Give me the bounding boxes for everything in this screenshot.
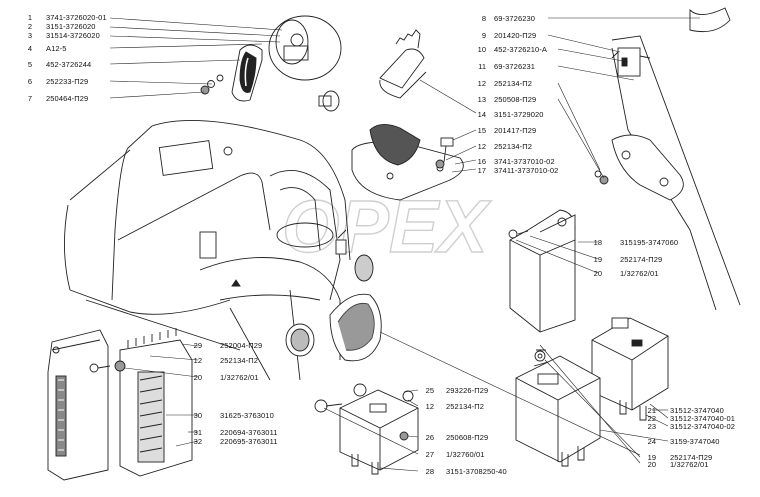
part-code: 31512-3747040 bbox=[670, 406, 724, 415]
part-code: 1/32762/01 bbox=[220, 373, 259, 382]
callout-number: 17 bbox=[477, 166, 486, 175]
callout-number: 11 bbox=[478, 62, 486, 71]
part-code: 69-3726231 bbox=[494, 62, 536, 71]
leaders-relay28 bbox=[323, 389, 419, 472]
part-code: 252174-П29 bbox=[670, 453, 713, 462]
part-code: 69-3726230 bbox=[494, 14, 536, 23]
callout-number: 1 bbox=[27, 13, 32, 22]
part-code: 250608-П29 bbox=[446, 433, 489, 442]
callout-number: 12 bbox=[425, 402, 434, 411]
part-code: 252174-П29 bbox=[620, 255, 663, 264]
callout-number: 28 bbox=[425, 467, 434, 476]
relay-21 bbox=[591, 317, 669, 421]
part-code: 252004-П29 bbox=[220, 341, 263, 350]
part-code: 3741-3726020-01 bbox=[46, 13, 107, 22]
relay-28 bbox=[314, 383, 419, 475]
callout-number: 13 bbox=[477, 95, 486, 104]
watermark-logo: OPEX bbox=[281, 184, 493, 268]
callout-number: 3 bbox=[27, 31, 32, 40]
part-code: 3741-3737010-02 bbox=[494, 157, 555, 166]
callout-number: 19 bbox=[593, 255, 602, 264]
callout-number: 19 bbox=[647, 453, 656, 462]
part-code: А12-5 bbox=[46, 44, 67, 53]
callout-number: 18 bbox=[593, 238, 602, 247]
part-code: 201417-П29 bbox=[494, 126, 537, 135]
part-code: 31514-3726020 bbox=[46, 31, 100, 40]
column-switch bbox=[594, 7, 741, 311]
part-code: 3159-3747040 bbox=[670, 437, 720, 446]
callout-number: 22 bbox=[647, 414, 656, 423]
callout-number: 27 bbox=[425, 450, 434, 459]
callout-number: 20 bbox=[593, 269, 602, 278]
switch-assembly bbox=[351, 29, 464, 201]
callout-number: 12 bbox=[193, 356, 202, 365]
callout-number: 30 bbox=[193, 411, 202, 420]
callout-number: 31 bbox=[193, 428, 202, 437]
part-code: 31512-3747040-02 bbox=[670, 422, 735, 431]
dash-panel bbox=[285, 254, 382, 362]
part-code: 220694-3763011 bbox=[220, 428, 278, 437]
part-code: 220695-3763011 bbox=[220, 437, 278, 446]
part-code: 252134-П2 bbox=[220, 356, 258, 365]
callout-number: 9 bbox=[481, 31, 486, 40]
part-code: 315195-3747060 bbox=[620, 238, 679, 247]
watermark-text: OPEX bbox=[282, 185, 492, 268]
callout-number: 32 bbox=[193, 437, 202, 446]
callout-number: 14 bbox=[477, 110, 486, 119]
part-code: 293226-П29 bbox=[446, 386, 489, 395]
part-code: 250464-П29 bbox=[46, 94, 89, 103]
callout-number: 8 bbox=[481, 14, 486, 23]
lamp-assembly bbox=[200, 15, 342, 112]
callout-number: 20 bbox=[647, 460, 656, 469]
callout-number: 5 bbox=[27, 60, 32, 69]
callout-number: 26 bbox=[425, 433, 434, 442]
callout-number: 12 bbox=[477, 79, 486, 88]
part-code: 37411-3737010-02 bbox=[494, 166, 559, 175]
callout-number: 25 bbox=[425, 386, 434, 395]
part-code: 31625-3763010 bbox=[220, 411, 274, 420]
callout-number: 24 bbox=[647, 437, 656, 446]
callout-number: 23 bbox=[647, 422, 656, 431]
callout-number: 29 bbox=[193, 341, 202, 350]
callout-number: 16 bbox=[477, 157, 486, 166]
leaders-right-bottom bbox=[379, 331, 669, 464]
part-code: 3151-3729020 bbox=[494, 110, 544, 119]
callout-number: 10 bbox=[477, 45, 486, 54]
leaders-ecu bbox=[124, 343, 199, 447]
callout-number: 2 bbox=[27, 22, 32, 31]
part-code: 31512-3747040-01 bbox=[670, 414, 735, 423]
callout-number: 21 bbox=[647, 406, 656, 415]
part-code: 250508-П29 bbox=[494, 95, 537, 104]
callout-number: 20 bbox=[193, 373, 202, 382]
relay-18 bbox=[508, 209, 599, 333]
part-code: 252134-П2 bbox=[494, 142, 532, 151]
part-code: 1/32760/01 bbox=[446, 450, 485, 459]
part-code: 252134-П2 bbox=[446, 402, 484, 411]
callout-number: 6 bbox=[27, 77, 32, 86]
leaders-top-left bbox=[109, 17, 283, 99]
leaders-right-top bbox=[547, 17, 700, 179]
ecu-unit bbox=[47, 328, 193, 481]
part-code: 252134-П2 bbox=[494, 79, 532, 88]
part-code: 3151-3726020 bbox=[46, 22, 96, 31]
part-code: 252233-П29 bbox=[46, 77, 89, 86]
part-code: 1/32762/01 bbox=[670, 460, 709, 469]
vehicle-cabin bbox=[64, 120, 351, 381]
part-code: 3151-3708250-40 bbox=[446, 467, 507, 476]
part-code: 452-3726210-А bbox=[494, 45, 548, 54]
leaders-middle bbox=[419, 79, 477, 173]
callout-number: 15 bbox=[477, 126, 486, 135]
callout-number: 12 bbox=[477, 142, 486, 151]
callout-number: 4 bbox=[27, 44, 32, 53]
callout-number: 7 bbox=[27, 94, 32, 103]
part-code: 201420-П29 bbox=[494, 31, 537, 40]
relay-24 bbox=[515, 349, 601, 467]
part-code: 452-3726244 bbox=[46, 60, 92, 69]
part-code: 1/32762/01 bbox=[620, 269, 659, 278]
